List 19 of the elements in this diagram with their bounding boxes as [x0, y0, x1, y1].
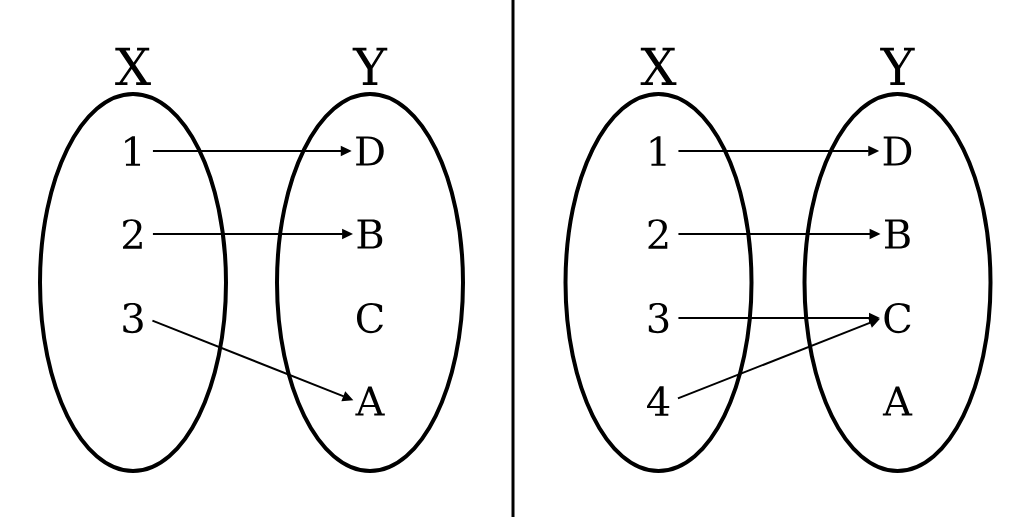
element-label: 4	[647, 386, 670, 416]
element-label: 3	[648, 302, 669, 334]
set-label: Y	[880, 47, 915, 85]
element-label: 1	[650, 136, 666, 166]
element-label: A	[882, 386, 913, 416]
set-label: X	[115, 47, 151, 85]
set-label: X	[640, 47, 677, 85]
element-label: C	[356, 302, 383, 334]
element-label: B	[357, 219, 383, 249]
set-label: Y	[352, 47, 388, 85]
element-label: C	[884, 302, 911, 334]
element-label: D	[356, 136, 384, 166]
element-label: 2	[123, 219, 142, 249]
element-label: 1	[125, 136, 141, 166]
element-label: 3	[123, 302, 143, 334]
element-label: B	[885, 219, 910, 249]
element-label: 2	[648, 219, 668, 249]
element-label: D	[883, 136, 912, 166]
element-label: A	[355, 386, 385, 416]
